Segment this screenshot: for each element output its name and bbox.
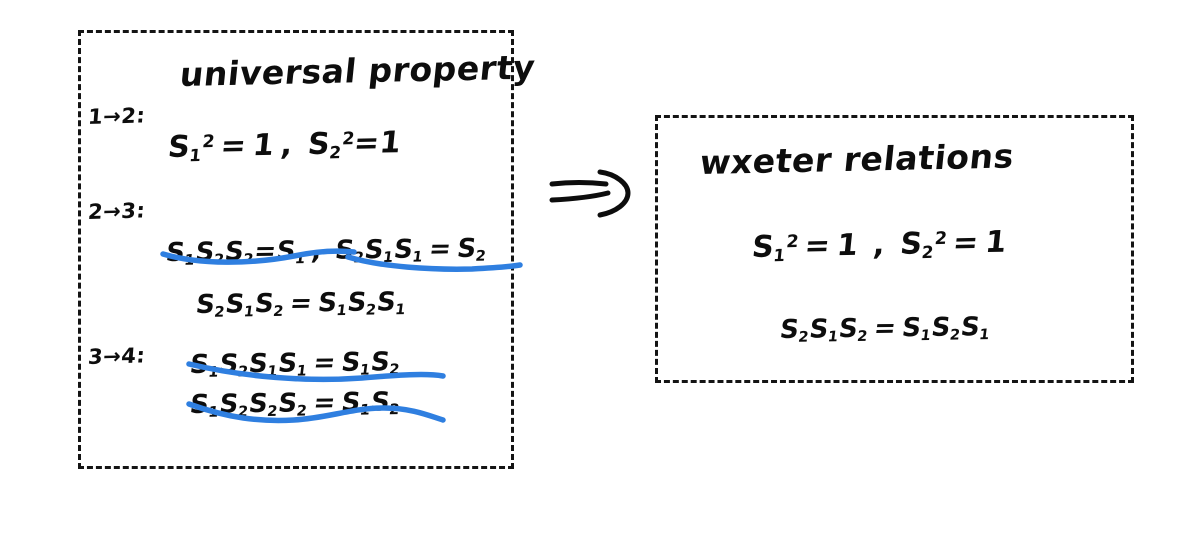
- equation-row-1-2-a: S12=1,S22=1: [166, 125, 403, 166]
- step-label-3-to-4: 3→4:: [87, 343, 147, 369]
- coxeter-equation-row-b: S2S1S2=S1S2S1: [778, 312, 991, 346]
- equation-row-2-3-b: S2S1S2=S1S2S1: [194, 287, 407, 321]
- step-label-1-to-2: 1→2:: [87, 103, 147, 129]
- step-label-2-to-3: 2→3:: [87, 198, 147, 224]
- universal-property-box: [78, 30, 514, 469]
- universal-property-title: universal property: [178, 47, 538, 94]
- coxeter-relations-box: [655, 115, 1134, 383]
- equation-row-3-4-b: S1S2S2S2=S1S2: [188, 387, 401, 421]
- coxeter-equation-row-a: S12=1,S22=1: [750, 224, 1009, 266]
- equation-row-2-3-a: S1S2S2=S1,S2S1S1=S2: [164, 233, 487, 269]
- implies-arrow-icon: [548, 160, 644, 222]
- coxeter-relations-title: wxeter relations: [698, 136, 1016, 182]
- equation-row-3-4-a: S1S2S1S1=S1S2: [188, 347, 401, 381]
